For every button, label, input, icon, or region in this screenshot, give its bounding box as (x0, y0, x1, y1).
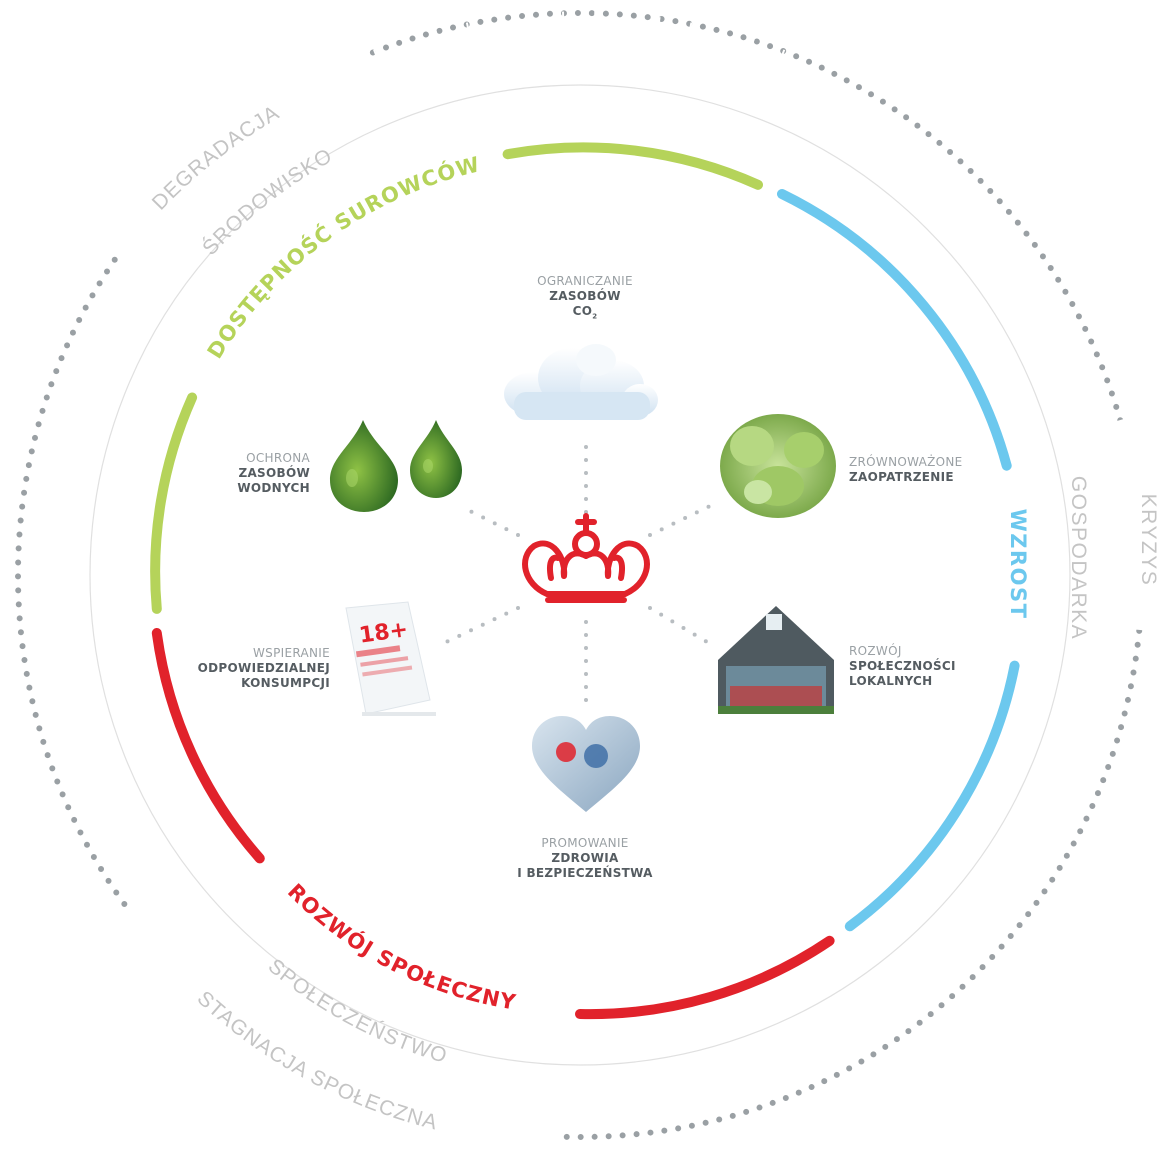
health-line1: PROMOWANIE (541, 836, 629, 850)
node-water: OCHRONA ZASOBÓW WODNYCH (190, 451, 310, 496)
green-arc-left (150, 392, 198, 614)
supply-line2: ZAOPATRZENIE (849, 470, 954, 484)
node-supply: ZRÓWNOWAŻONE ZAOPATRZENIE (849, 455, 999, 485)
red-arc-bottom (575, 935, 835, 1020)
node-health: PROMOWANIE ZDROWIA I BEZPIECZEŃSTWA (505, 836, 665, 881)
community-line1: ROZWÓJ (849, 644, 902, 658)
health-line3: I BEZPIECZEŃSTWA (517, 866, 653, 880)
pillar-wzrost: WZROST (1006, 509, 1030, 620)
co2-line2: ZASOBÓW (549, 289, 621, 303)
health-line2: ZDROWIA (551, 851, 619, 865)
node-community: ROZWÓJ SPOŁECZNOŚCI LOKALNYCH (849, 644, 989, 689)
co2-line3: CO2 (572, 304, 598, 321)
pillar-surowce: DOSTĘPNOŚĆ SUROWCÓW (203, 152, 483, 363)
water-line1: OCHRONA (246, 451, 310, 465)
supply-line1: ZRÓWNOWAŻONE (849, 455, 963, 469)
cabbage-icon (718, 410, 838, 520)
red-arc-left (151, 628, 265, 864)
community-line2: SPOŁECZNOŚCI (849, 659, 956, 673)
node-consumption: WSPIERANIE ODPOWIEDZIALNEJ KONSUMPCJI (170, 646, 330, 691)
blue-arc-bottom (844, 660, 1020, 932)
water-line3: WODNYCH (237, 481, 310, 495)
water-line2: ZASOBÓW (238, 466, 310, 480)
crown-icon (522, 513, 650, 603)
house-icon (718, 606, 834, 714)
node-co2: OGRANICZANIE ZASOBÓW CO2 (520, 274, 650, 324)
label-gospodarka: GOSPODARKA (1067, 476, 1090, 640)
consumption-line1: WSPIERANIE (253, 646, 330, 660)
co2-line1: OGRANICZANIE (537, 274, 633, 288)
thin-ring (89, 84, 1071, 1066)
spokes (438, 438, 714, 704)
community-line3: LOKALNYCH (849, 674, 933, 688)
heart-icon (532, 716, 640, 812)
blue-arc-top (777, 189, 1012, 471)
green-arc-top (502, 142, 763, 190)
consumption-line2: ODPOWIEDZIALNEJ (197, 661, 330, 675)
consumption-line3: KONSUMPCJI (241, 676, 330, 690)
label-kryzys: KRYZYS (1137, 494, 1160, 587)
age-sign-icon: 18+ (345, 601, 436, 716)
cloud-icon (500, 333, 658, 428)
water-drops-icon (318, 418, 466, 514)
